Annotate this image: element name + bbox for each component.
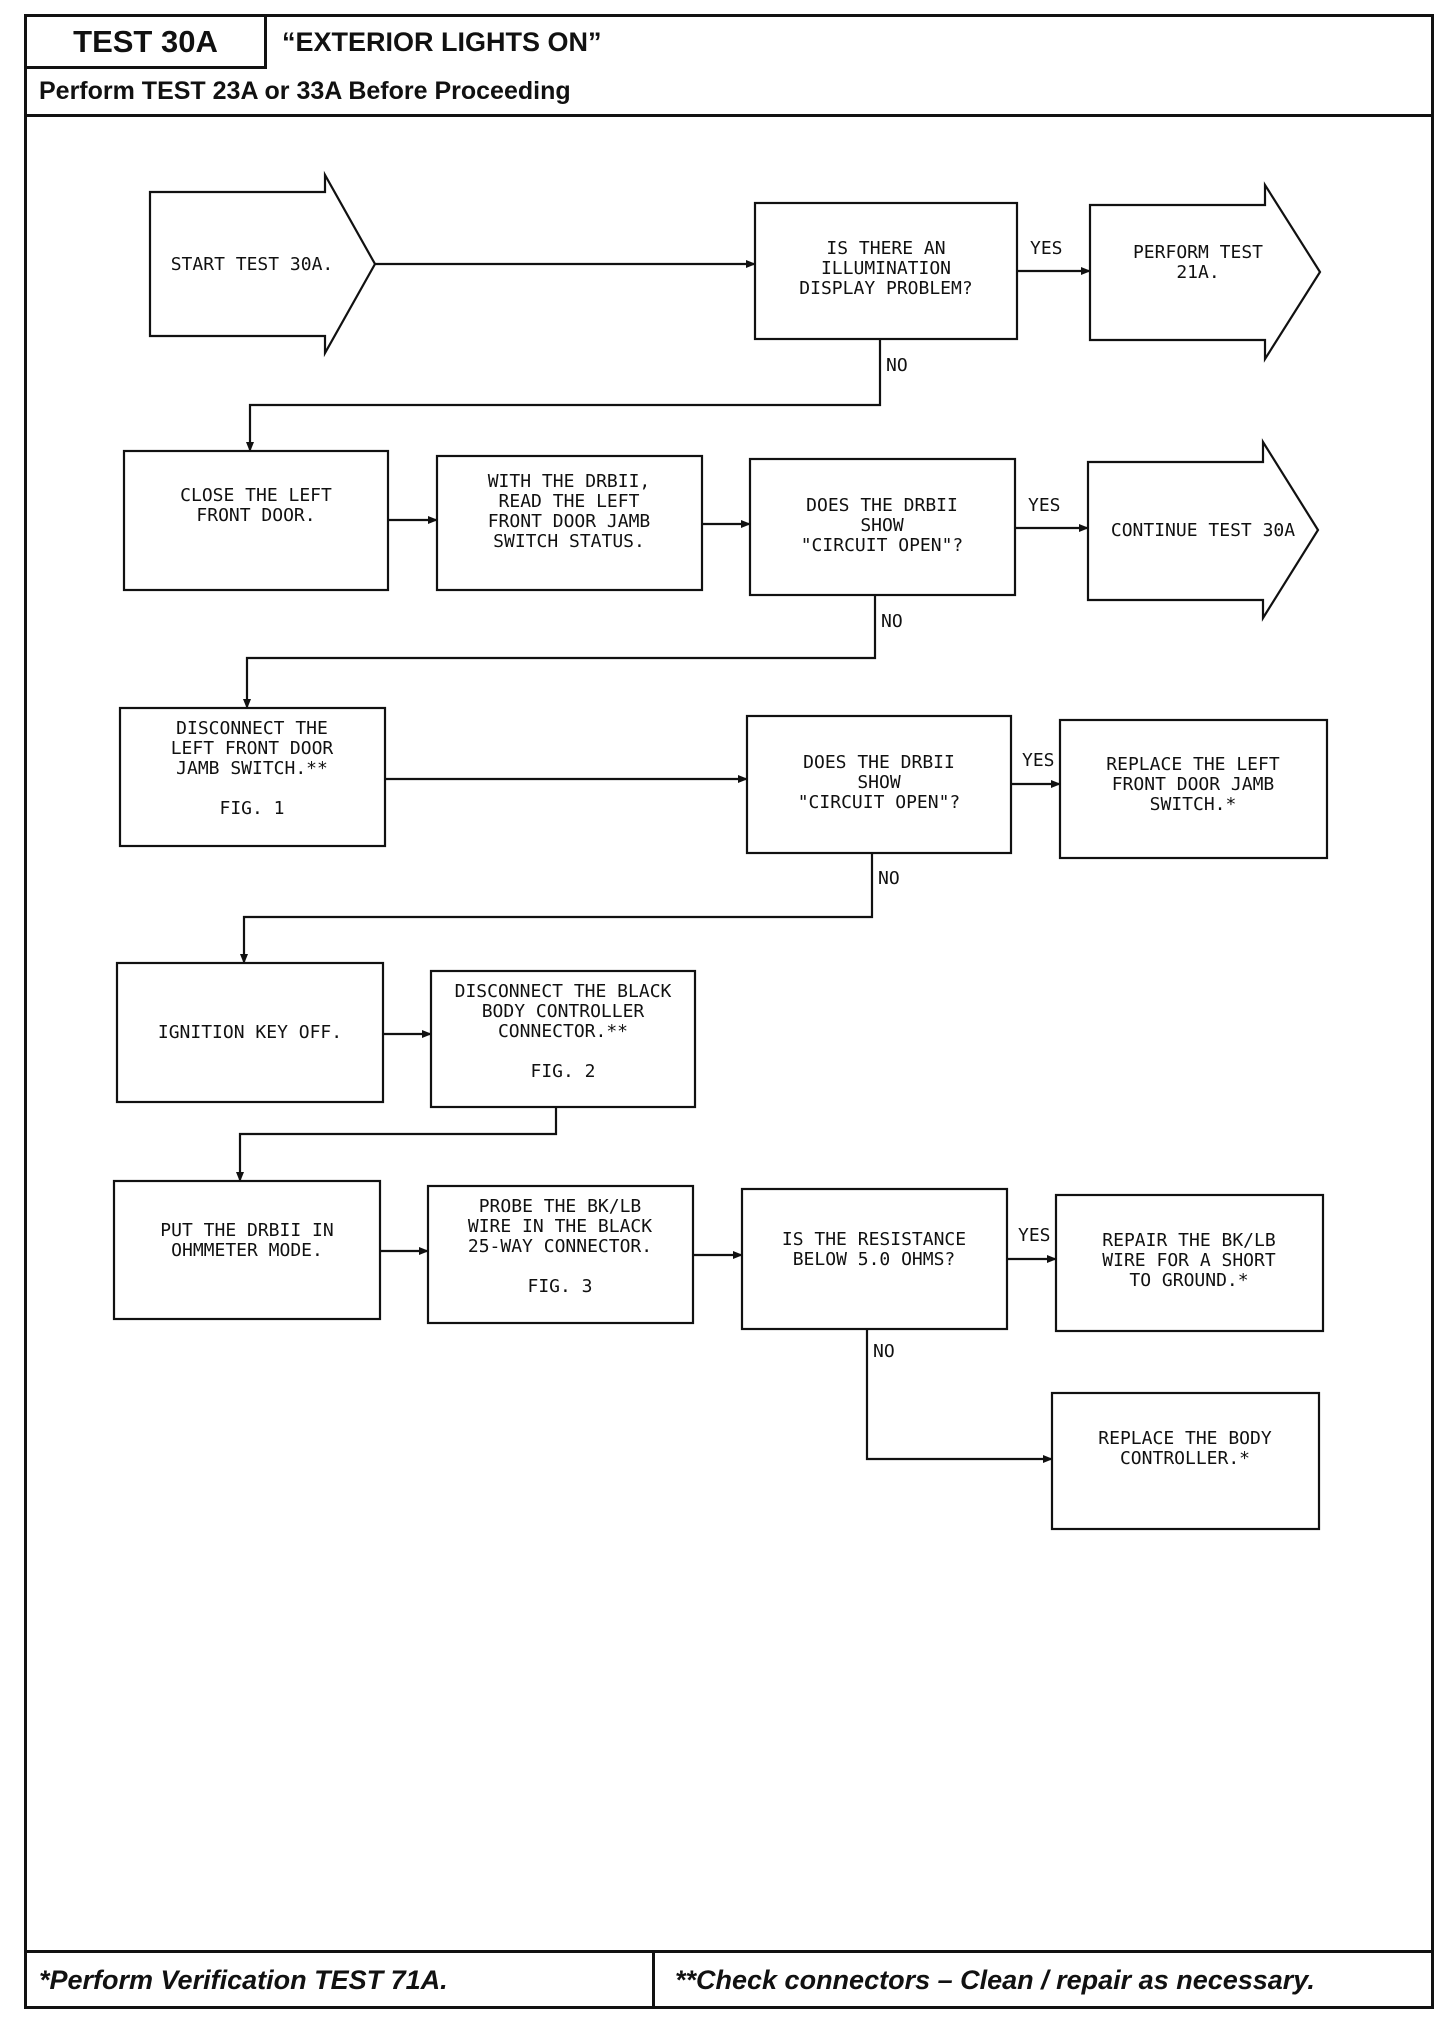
test-title: “EXTERIOR LIGHTS ON” [282, 27, 602, 57]
footer-connector-note: **Check connectors – Clean / repair as n… [675, 1965, 1315, 1995]
footer-divider [652, 1953, 655, 2006]
connector-q3-no [240, 853, 874, 964]
footer: *Perform Verification TEST 71A. **Check … [27, 1950, 1431, 2006]
yes-label-q3: YES [1022, 750, 1055, 771]
connector-q4-no [865, 1329, 1053, 1463]
connector-q2-no [243, 595, 877, 709]
start-arrow-shape [148, 170, 377, 358]
no-label-q2: NO [881, 611, 903, 632]
perform-21a-arrow-shape [1088, 181, 1322, 363]
disconnect-switch-box [118, 706, 387, 848]
disconnect-bcm-box [429, 969, 697, 1109]
connector-q1-no [246, 339, 882, 452]
yes-label-q2: YES [1028, 495, 1061, 516]
diagram-sheet: TEST 30A “EXTERIOR LIGHTS ON” Perform TE… [24, 14, 1434, 2009]
prerequisite-note: Perform TEST 23A or 33A Before Proceedin… [27, 69, 1431, 117]
no-label-q3: NO [878, 868, 900, 889]
yes-label-q1: YES [1030, 238, 1063, 259]
connector-bcm-to-ohm [236, 1107, 558, 1182]
no-label-q1: NO [886, 355, 908, 376]
test-id: TEST 30A [27, 17, 267, 69]
yes-label-q4: YES [1018, 1225, 1051, 1246]
ignition-off-label: IGNITION KEY OFF. [158, 1022, 342, 1043]
ignition-off-box [115, 961, 385, 1104]
continue-30a-arrow-shape [1086, 438, 1320, 622]
footer-verification-note: *Perform Verification TEST 71A. [39, 1965, 448, 1995]
no-label-q4: NO [873, 1341, 895, 1362]
start-label: START TEST 30A. [171, 254, 334, 275]
replace-switch-box [1058, 718, 1329, 860]
continue-30a-label: CONTINUE TEST 30A [1111, 520, 1295, 541]
repair-wire-box [1054, 1193, 1325, 1333]
